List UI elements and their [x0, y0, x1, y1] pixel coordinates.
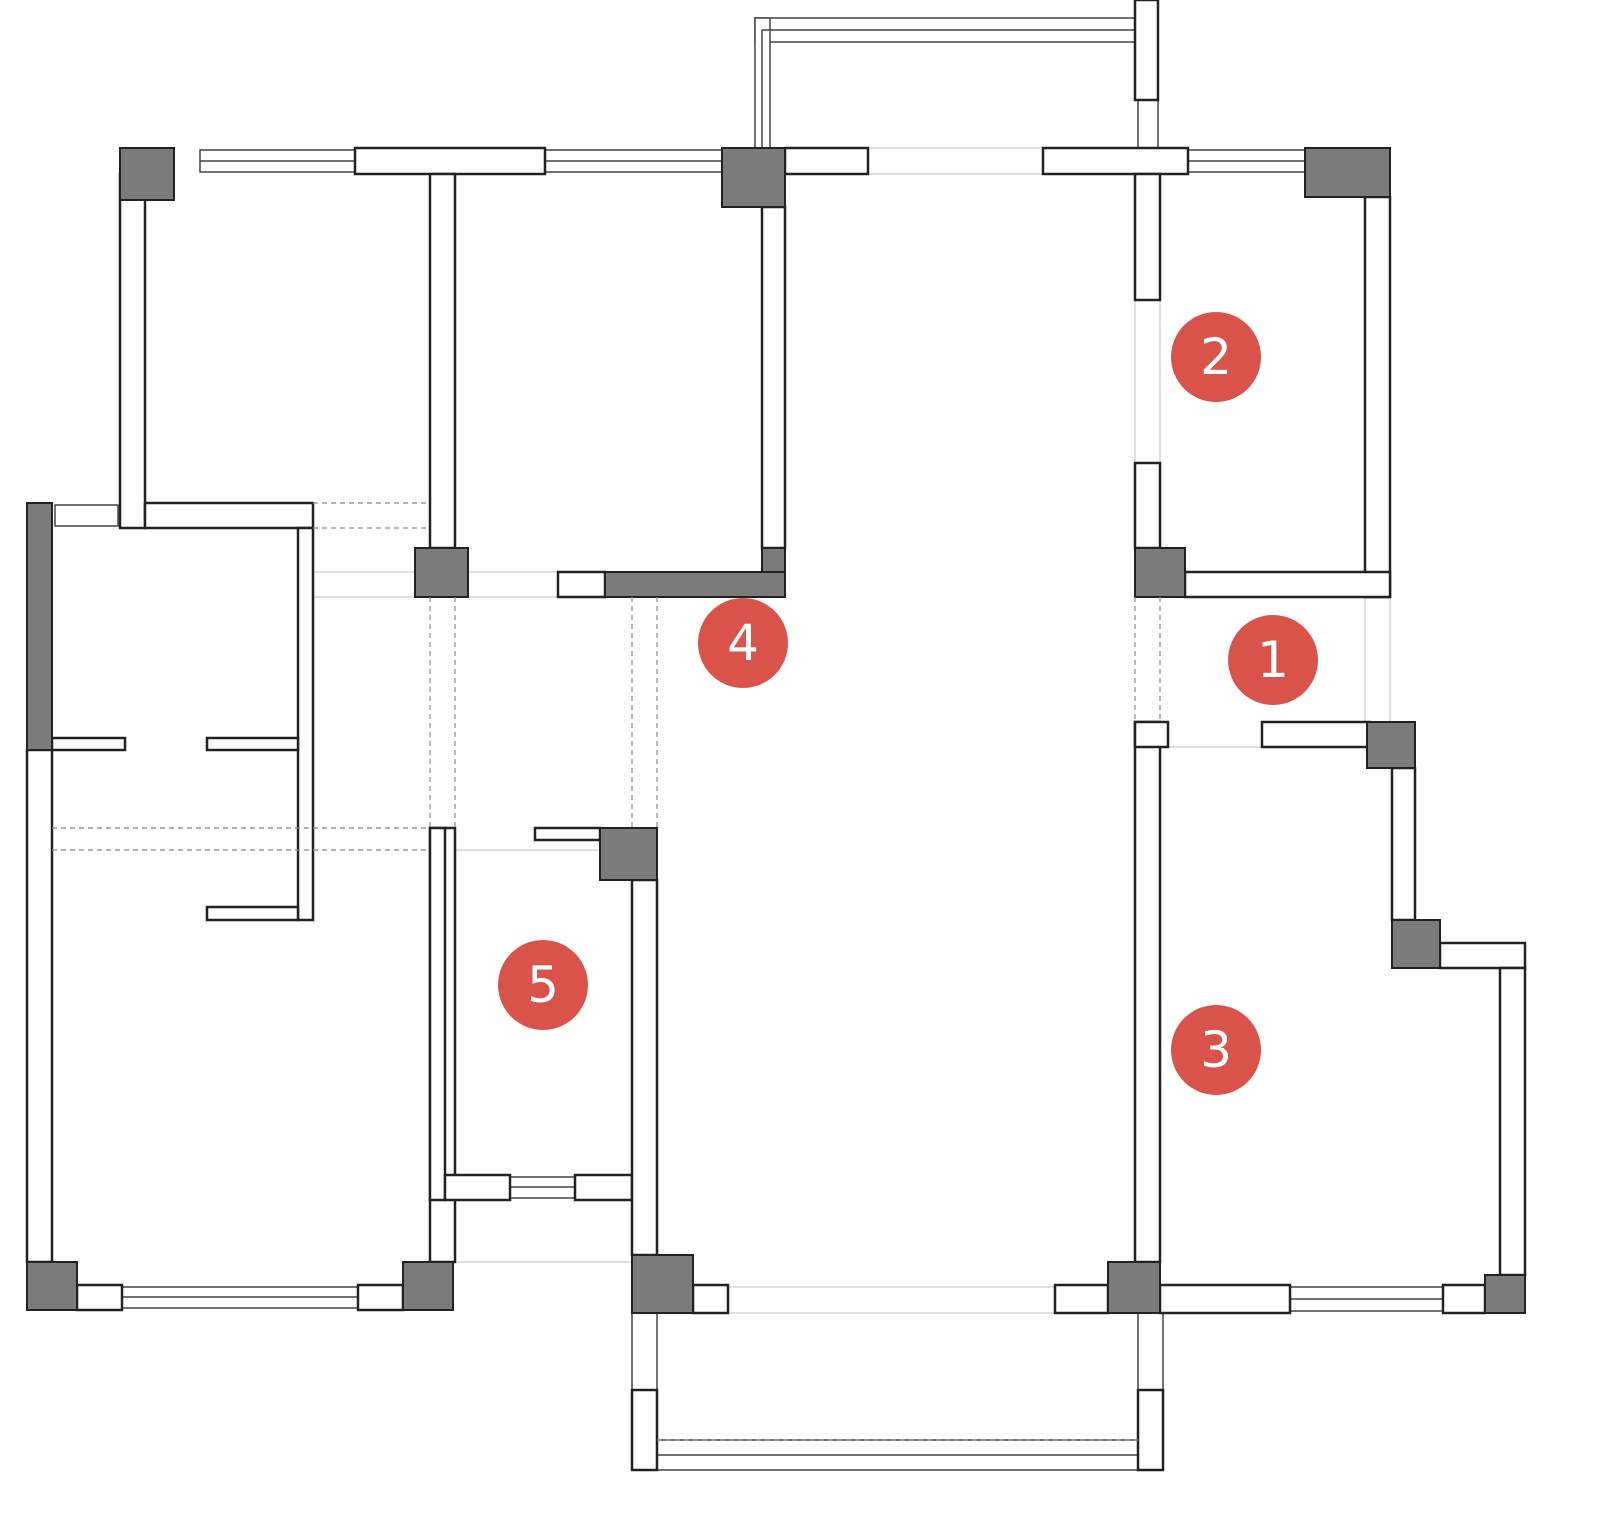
- marker-label: 5: [527, 956, 559, 1014]
- wall: [1260, 720, 1372, 749]
- column: [1134, 547, 1186, 598]
- column: [414, 547, 469, 598]
- wall: [443, 1173, 512, 1202]
- marker-label: 2: [1200, 328, 1232, 386]
- wall: [353, 146, 547, 176]
- wall: [760, 205, 787, 550]
- wall: [25, 748, 54, 1264]
- wall: [1133, 720, 1170, 749]
- marker-2: 2: [1171, 312, 1261, 402]
- marker-label: 3: [1200, 1021, 1232, 1079]
- wall: [1053, 1283, 1110, 1315]
- column: [1391, 919, 1441, 969]
- wall: [783, 146, 870, 176]
- wall: [1438, 941, 1527, 970]
- wall: [691, 1283, 730, 1315]
- wall: [1041, 146, 1190, 176]
- column: [1304, 147, 1391, 198]
- wall: [75, 1283, 124, 1312]
- wall: [356, 1283, 405, 1312]
- wall: [556, 570, 607, 599]
- wall: [296, 526, 315, 922]
- column: [1107, 1261, 1161, 1314]
- wall: [1133, 720, 1162, 1264]
- marker-label: 1: [1257, 631, 1289, 689]
- wall: [1183, 570, 1392, 599]
- wall: [1441, 1283, 1487, 1315]
- column: [721, 147, 786, 208]
- marker-label: 4: [727, 614, 759, 672]
- column: [1484, 1274, 1526, 1314]
- wall: [1133, 461, 1162, 550]
- column: [604, 571, 786, 598]
- column: [119, 147, 175, 201]
- wall: [573, 1173, 634, 1202]
- column: [26, 502, 53, 751]
- dashed-lines: [52, 502, 1161, 1441]
- wall: [1498, 966, 1527, 1277]
- window: [631, 1312, 658, 1391]
- columns: [26, 147, 1526, 1314]
- column: [402, 1261, 454, 1311]
- walls: [25, 0, 1527, 1472]
- marker-5: 5: [498, 940, 588, 1030]
- wall: [428, 826, 447, 1202]
- wall: [1133, 172, 1162, 302]
- wall: [143, 501, 315, 530]
- wall: [205, 905, 300, 922]
- wall: [630, 878, 659, 1257]
- wall: [118, 172, 147, 530]
- opening-lines: [313, 147, 1391, 1314]
- wall: [205, 736, 300, 752]
- column: [26, 1261, 78, 1311]
- wall: [428, 172, 457, 550]
- wall: [630, 1388, 659, 1472]
- window: [1137, 1312, 1164, 1391]
- wall: [1158, 1283, 1292, 1315]
- wall: [50, 736, 127, 752]
- column: [1366, 721, 1416, 769]
- wall: [1390, 766, 1417, 922]
- marker-4: 4: [698, 598, 788, 688]
- window: [1137, 99, 1159, 149]
- wall: [1133, 0, 1160, 102]
- marker-3: 3: [1171, 1005, 1261, 1095]
- wall: [533, 826, 602, 842]
- wall: [1136, 1388, 1165, 1472]
- window: [54, 504, 119, 527]
- marker-1: 1: [1228, 615, 1318, 705]
- wall: [1363, 195, 1392, 599]
- column: [631, 1254, 694, 1314]
- column: [599, 827, 658, 881]
